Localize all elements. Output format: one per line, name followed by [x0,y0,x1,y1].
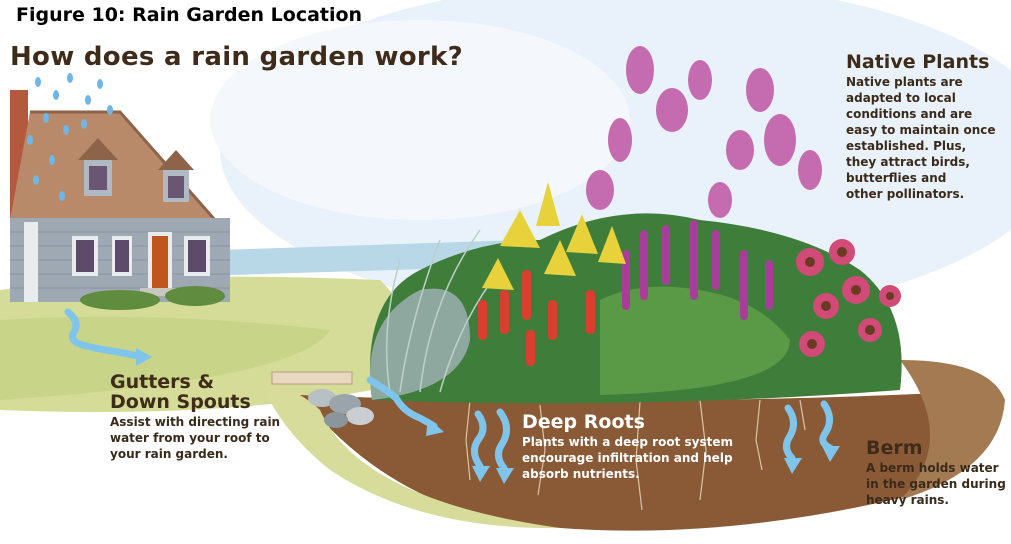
deep-roots-line: encourage infiltration and help [522,450,733,466]
native-plants-line: they attract birds, [846,154,996,170]
berm-line: A berm holds water [866,460,1006,476]
native-plants-line: butterflies and [846,170,996,186]
deep-roots-line: Plants with a deep root system [522,434,733,450]
native-plants-line: Native plants are [846,74,996,90]
deep-roots-description: Plants with a deep root system encourage… [522,434,733,482]
native-plants-line: established. Plus, [846,138,996,154]
native-plants-heading: Native Plants [846,52,996,72]
berm-description: A berm holds water in the garden during … [866,460,1006,508]
berm-heading: Berm [866,438,1006,458]
gutters-callout: Gutters & Down Spouts Assist with direct… [110,372,280,462]
native-plants-callout: Native Plants Native plants are adapted … [846,52,996,202]
native-plants-line: conditions and are [846,106,996,122]
gutters-line: your rain garden. [110,446,280,462]
main-title: How does a rain garden work? [10,42,463,72]
deep-roots-heading: Deep Roots [522,412,733,432]
gutters-heading-line: Gutters & [110,372,280,392]
gutters-line: Assist with directing rain [110,414,280,430]
figure-title: Figure 10: Rain Garden Location [16,4,362,26]
gutters-heading-line: Down Spouts [110,392,280,412]
native-plants-line: other pollinators. [846,186,996,202]
gutters-heading: Gutters & Down Spouts [110,372,280,412]
gutters-description: Assist with directing rain water from yo… [110,414,280,462]
berm-line: in the garden during [866,476,1006,492]
downspout-pipe [272,372,352,384]
deep-roots-callout: Deep Roots Plants with a deep root syste… [522,412,733,482]
berm-line: heavy rains. [866,492,1006,508]
native-plants-line: easy to maintain once [846,122,996,138]
deep-roots-line: absorb nutrients. [522,466,733,482]
native-plants-line: adapted to local [846,90,996,106]
gutters-line: water from your roof to [110,430,280,446]
native-plants-description: Native plants are adapted to local condi… [846,74,996,202]
berm-callout: Berm A berm holds water in the garden du… [866,438,1006,508]
